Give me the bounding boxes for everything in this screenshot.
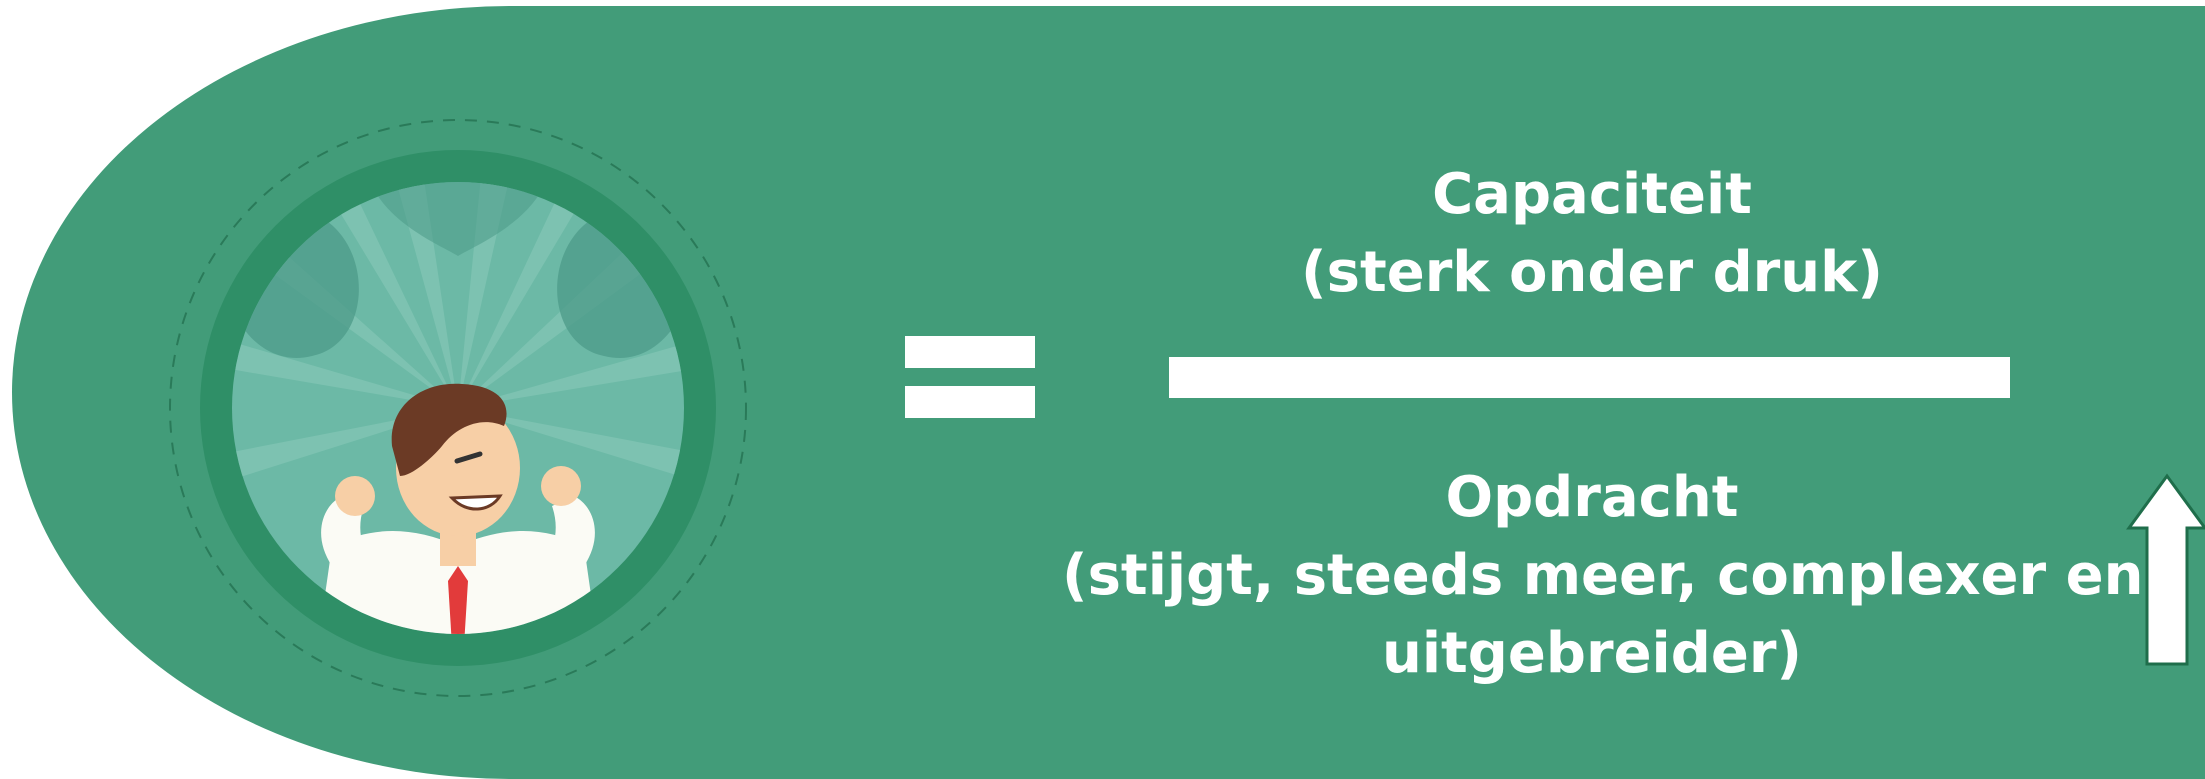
equals-bar-bottom xyxy=(905,386,1035,418)
eye xyxy=(454,451,483,464)
strong-businessman-illustration xyxy=(169,119,747,697)
denominator-detail-line2: uitgebreider) xyxy=(1381,621,1803,686)
left-fist xyxy=(335,476,375,516)
equals-bar-top xyxy=(905,336,1035,368)
numerator: Capaciteit (sterk onder druk) xyxy=(1162,156,2022,312)
fraction-line xyxy=(1169,357,2010,398)
denominator: Opdracht (stijgt, steeds meer, complexer… xyxy=(1062,459,2144,693)
right-arm xyxy=(544,496,595,566)
illustration-scene xyxy=(232,182,684,634)
right-fist xyxy=(541,466,581,506)
green-banner: Capaciteit (sterk onder druk) Opdracht (… xyxy=(12,6,2205,779)
arrow-up-icon xyxy=(2126,473,2205,666)
equals-sign-icon xyxy=(905,336,1035,436)
dashed-outer-ring xyxy=(169,119,747,697)
denominator-title: Opdracht xyxy=(1445,465,1739,530)
tie xyxy=(448,566,468,634)
denominator-detail-line1: (stijgt, steeds meer, complexer en xyxy=(1062,543,2144,608)
hair xyxy=(391,383,507,476)
smile xyxy=(448,494,503,511)
numerator-title: Capaciteit xyxy=(1432,162,1752,227)
numerator-detail: (sterk onder druk) xyxy=(1301,240,1883,305)
